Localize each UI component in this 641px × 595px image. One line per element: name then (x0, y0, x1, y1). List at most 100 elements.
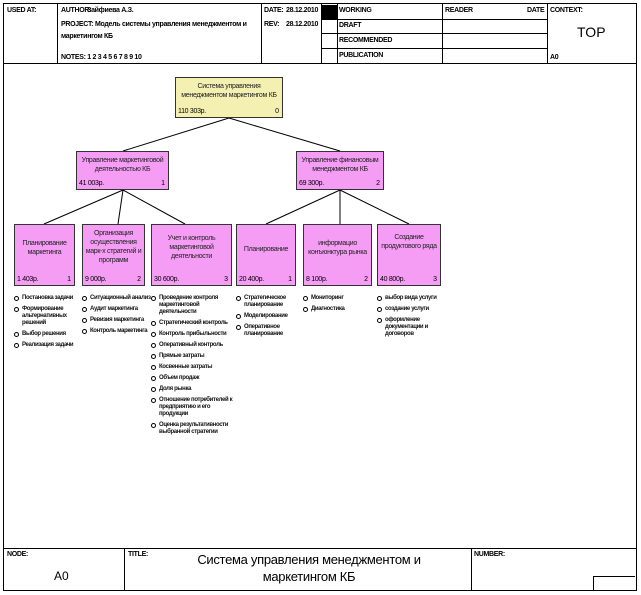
activity-strategy-implementation[interactable]: Организация осуществления марк-х стратег… (82, 224, 145, 286)
project-value-line1: Модель системы управления менеджментом и (95, 21, 247, 28)
node-value: A0 (54, 569, 69, 583)
title-label: TITLE: (128, 551, 148, 558)
context-value: TOP (577, 24, 606, 40)
status-recommended: RECOMMENDED (339, 37, 393, 44)
activity-financial-management[interactable]: Управление финансовым менеджментом КБ 69… (296, 151, 384, 190)
list-item: Контроль прибыльности (151, 331, 233, 338)
list-item: Оценка результативности выбранной страте… (151, 422, 233, 436)
notes: NOTES: 1 2 3 4 5 6 7 8 9 10 (61, 54, 142, 61)
list-item: создание услуги (377, 306, 449, 313)
subtask-list-planning: Стратегическое планирование Моделировани… (236, 295, 304, 342)
working-status-marker (322, 5, 337, 19)
activity-number: 3 (433, 276, 437, 283)
activity-cost: 69 300р. (299, 180, 324, 187)
list-item: Объем продаж (151, 375, 233, 382)
diagram-title-line2: маркетингом КБ (262, 569, 356, 584)
list-item: Контроль маркетинга (82, 328, 152, 335)
activity-number: 2 (376, 180, 380, 187)
diagram-title-line1: Система управления менеджментом и (197, 552, 421, 567)
activity-cost: 1 403р. (17, 276, 39, 283)
subtask-list-strategy-implementation: Ситуационный анализ Аудит маркетинга Рев… (82, 295, 152, 339)
activity-number: 1 (161, 180, 165, 187)
status-draft: DRAFT (339, 22, 362, 29)
activity-product-line[interactable]: Создание продуктового ряда 40 800р. 3 (377, 224, 441, 286)
list-item: Мониторинг (303, 295, 373, 302)
subtask-list-product-line: выбор вида услуги создание услуги оформл… (377, 295, 449, 342)
project-label: PROJECT: (61, 21, 94, 28)
subtask-list-marketing-planning: Постановка задачи Формирование альтернат… (14, 295, 78, 353)
activity-planning[interactable]: Планирование 20 400р. 1 (236, 224, 296, 286)
author-value: Зайфиева А.З. (87, 7, 134, 14)
activity-title: информацио конъюнктура рынка (308, 240, 367, 256)
activity-number: 2 (364, 276, 368, 283)
activity-title: Планирование маркетинга (22, 240, 67, 256)
date-label: DATE: (264, 7, 284, 14)
list-item: Моделирование (236, 313, 304, 320)
activity-cost: 20 400р. (239, 276, 264, 283)
project-value-line2: маркетингом КБ (61, 33, 113, 40)
context-node: A0 (550, 54, 559, 61)
activity-cost: 9 000р. (85, 276, 107, 283)
list-item: Ревизия маркетинга (82, 317, 152, 324)
activity-marketing-planning[interactable]: Планирование маркетинга 1 403р. 1 (14, 224, 75, 286)
number-label: NUMBER: (474, 551, 505, 558)
activity-number: 1 (67, 276, 71, 283)
page-number-box (593, 576, 635, 590)
list-item: Отношение потребителей к предприятию и е… (151, 397, 233, 418)
subtask-list-marketing-control: Проведение контроля маркетинговой деятел… (151, 295, 233, 440)
activity-title: Организация осуществления марк-х стратег… (85, 230, 142, 264)
list-item: Ситуационный анализ (82, 295, 152, 302)
node-label: NODE: (7, 551, 29, 558)
rev-value: 28.12.2010 (286, 21, 319, 28)
list-item: Формирование альтернативных решений (14, 306, 78, 327)
root-activity-number: 0 (275, 108, 279, 115)
activity-number: 2 (137, 276, 141, 283)
activity-cost: 30 600р. (154, 276, 179, 283)
activity-title: Управление финансовым менеджментом КБ (301, 157, 379, 173)
status-publication: PUBLICATION (339, 52, 384, 59)
activity-number: 3 (224, 276, 228, 283)
diagram-frame: USED AT: AUTHOR: Зайфиева А.З. PROJECT: … (3, 3, 637, 591)
activity-title: Учет и контроль маркетинговой деятельнос… (167, 235, 216, 260)
header-bottom-border (4, 63, 636, 64)
list-item: Выбор решения (14, 331, 78, 338)
activity-title: Управление маркетинговой деятельностью К… (81, 157, 164, 173)
activity-market-conjuncture[interactable]: информацио конъюнктура рынка 8 100р. 2 (303, 224, 372, 286)
list-item: Стратегический контроль (151, 320, 233, 327)
activity-cost: 40 800р. (380, 276, 405, 283)
used-at-label: USED AT: (7, 7, 37, 14)
list-item: Оперативное планирование (236, 324, 304, 338)
diagram-title: Система управления менеджментом и маркет… (154, 551, 464, 585)
list-item: Прямые затраты (151, 353, 233, 360)
connector-lines (43, 117, 410, 225)
subtask-list-market-conjuncture: Мониторинг Диагностика (303, 295, 373, 317)
activity-title: Создание продуктового ряда (381, 234, 437, 250)
footer-top-border (4, 548, 636, 549)
activity-title: Планирование (243, 246, 289, 253)
rev-label: REV: (264, 21, 280, 28)
list-item: Косвенные затраты (151, 364, 233, 371)
status-working: WORKING (339, 7, 372, 14)
reader-date-label: DATE (527, 7, 545, 14)
date-value: 28.12.2010 (286, 7, 319, 14)
list-item: Проведение контроля маркетинговой деятел… (151, 295, 233, 316)
activity-marketing-control[interactable]: Учет и контроль маркетинговой деятельнос… (151, 224, 232, 286)
list-item: Диагностика (303, 306, 373, 313)
list-item: Доля рынка (151, 386, 233, 393)
activity-cost: 8 100р. (306, 276, 328, 283)
context-label: CONTEXT: (550, 7, 583, 14)
root-activity-cost: 110 303р. (178, 108, 206, 115)
list-item: Оперативный контроль (151, 342, 233, 349)
author-label: AUTHOR: (61, 7, 92, 14)
root-activity-box[interactable]: Система управления менеджментом маркетин… (175, 77, 283, 118)
list-item: выбор вида услуги (377, 295, 449, 302)
list-item: Постановка задачи (14, 295, 78, 302)
activity-number: 1 (288, 276, 292, 283)
list-item: оформление документации и договоров (377, 317, 449, 338)
activity-marketing-management[interactable]: Управление маркетинговой деятельностью К… (76, 151, 169, 190)
list-item: Стратегическое планирование (236, 295, 304, 309)
list-item: Аудит маркетинга (82, 306, 152, 313)
list-item: Реализация задачи (14, 342, 78, 349)
activity-cost: 41 003р. (79, 180, 104, 187)
root-activity-title: Система управления менеджментом маркетин… (181, 83, 277, 99)
